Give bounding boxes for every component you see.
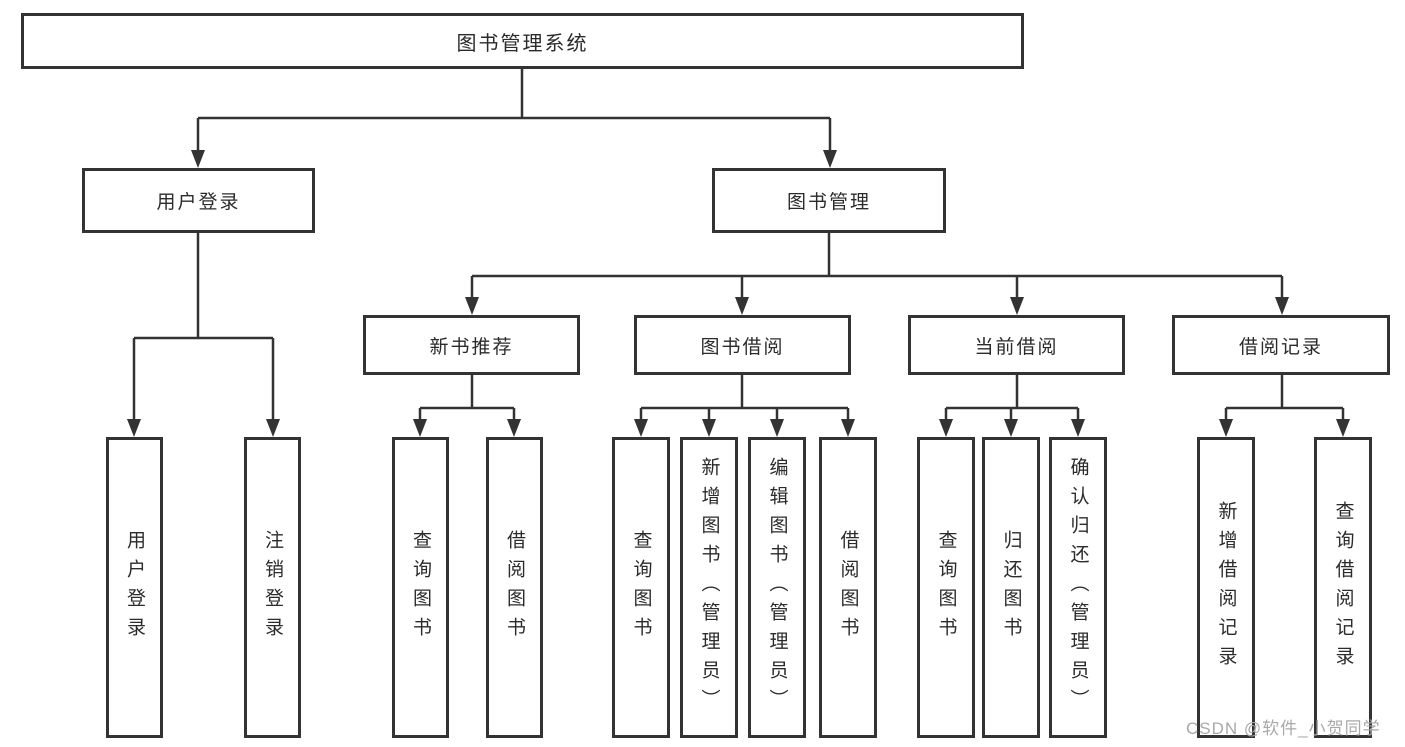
leaf-label: 确认归还（管理员） bbox=[1067, 457, 1089, 718]
leaf-label: 新增图书（管理员） bbox=[698, 457, 720, 718]
leaf-node-query-borrow-record: 查询借阅记录 bbox=[1314, 437, 1372, 738]
leaf-node-query-books-current: 查询图书 bbox=[917, 437, 975, 738]
leaf-label: 编辑图书（管理员） bbox=[766, 457, 788, 718]
leaf-label: 查询图书 bbox=[935, 529, 957, 646]
leaf-node-confirm-return-admin: 确认归还（管理员） bbox=[1049, 437, 1107, 738]
leaf-node-user-login: 用户登录 bbox=[106, 437, 163, 738]
connector-current-to-leaves bbox=[944, 375, 1080, 421]
leaf-node-edit-books-admin: 编辑图书（管理员） bbox=[748, 437, 806, 738]
leaf-label: 新增借阅记录 bbox=[1215, 500, 1237, 675]
branch-node-book-management: 图书管理 bbox=[712, 168, 946, 233]
connector-records-to-leaves bbox=[1224, 375, 1345, 421]
leaf-label: 查询借阅记录 bbox=[1332, 500, 1354, 675]
leaf-label: 归还图书 bbox=[1000, 529, 1022, 646]
leaf-label: 注销登录 bbox=[262, 529, 283, 646]
watermark: CSDN @软件_小贺同学 bbox=[1186, 719, 1381, 738]
branch-node-user-login: 用户登录 bbox=[82, 168, 315, 233]
leaf-node-borrow-books-recommend: 借阅图书 bbox=[486, 437, 543, 738]
arrowheads bbox=[127, 150, 1350, 437]
leaf-node-query-books-recommend: 查询图书 bbox=[392, 437, 449, 738]
connector-user-login-to-leaves bbox=[132, 232, 275, 421]
leaf-label: 查询图书 bbox=[630, 529, 652, 646]
leaf-label: 用户登录 bbox=[124, 529, 145, 646]
leaf-label: 借阅图书 bbox=[837, 529, 859, 646]
leaf-label: 查询图书 bbox=[410, 529, 431, 646]
leaf-node-add-books-admin: 新增图书（管理员） bbox=[680, 437, 738, 738]
connector-recommend-to-leaves bbox=[418, 375, 516, 421]
section-node-book-borrow: 图书借阅 bbox=[634, 315, 851, 375]
connector-root-to-branches bbox=[196, 69, 832, 152]
leaf-label: 借阅图书 bbox=[504, 529, 525, 646]
leaf-node-return-books: 归还图书 bbox=[982, 437, 1040, 738]
connector-borrow-to-leaves bbox=[639, 375, 850, 421]
leaf-node-add-borrow-record: 新增借阅记录 bbox=[1197, 437, 1255, 738]
leaf-node-query-books-borrow: 查询图书 bbox=[612, 437, 670, 738]
connector-book-management-to-sections bbox=[470, 232, 1284, 299]
root-node-library-system: 图书管理系统 bbox=[21, 13, 1024, 69]
section-node-new-book-recommend: 新书推荐 bbox=[363, 315, 580, 375]
section-node-borrow-records: 借阅记录 bbox=[1172, 315, 1390, 375]
leaf-node-borrow-books: 借阅图书 bbox=[819, 437, 877, 738]
leaf-node-logout: 注销登录 bbox=[244, 437, 301, 738]
section-node-current-borrow: 当前借阅 bbox=[908, 315, 1125, 375]
